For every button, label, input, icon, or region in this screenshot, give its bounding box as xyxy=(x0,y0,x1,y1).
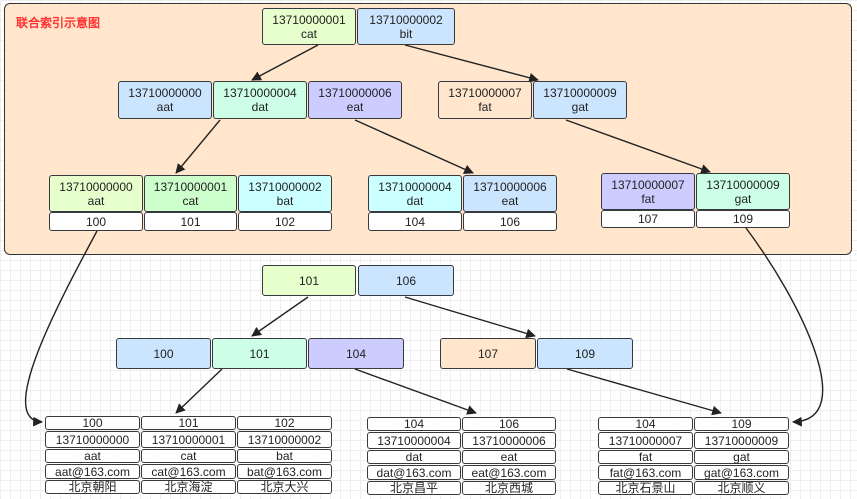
edge xyxy=(175,368,223,414)
edge xyxy=(354,119,474,174)
data-row-city: 北京昌平 xyxy=(367,481,461,495)
data-row-phone: 13710000006 xyxy=(462,432,556,449)
data-row-id: 102 xyxy=(237,416,332,430)
edge xyxy=(404,296,536,339)
data-row-phone: 13710000001 xyxy=(141,431,236,448)
edge xyxy=(745,227,824,427)
diagram-title: 联合索引示意图 xyxy=(16,16,101,30)
index-leaf-pk: 106 xyxy=(463,212,557,231)
data-row-name: eat xyxy=(462,450,556,464)
data-row-id: 100 xyxy=(45,416,140,430)
data-row-city: 北京朝阳 xyxy=(45,480,140,494)
data-row-email: aat@163.com xyxy=(45,464,140,479)
edge xyxy=(404,44,539,83)
data-row-phone: 13710000004 xyxy=(367,432,461,449)
pk-node-key: 104 xyxy=(308,338,404,369)
data-row-city: 北京顺义 xyxy=(694,481,789,495)
data-row-phone: 13710000009 xyxy=(694,432,789,449)
index-leaf-pk: 102 xyxy=(238,212,332,231)
data-row-email: fat@163.com xyxy=(598,465,693,480)
data-row-name: cat xyxy=(141,449,236,463)
data-row-city: 北京大兴 xyxy=(237,480,332,494)
index-leaf-pk: 104 xyxy=(368,212,462,231)
data-row-name: gat xyxy=(694,450,789,464)
pk-node-key: 107 xyxy=(440,338,536,369)
pk-root-key: 106 xyxy=(358,265,454,296)
data-row-id: 104 xyxy=(598,417,693,431)
data-row-email: gat@163.com xyxy=(694,465,789,480)
pk-node-key: 101 xyxy=(212,338,307,369)
data-row-email: bat@163.com xyxy=(237,464,332,479)
edge xyxy=(251,44,319,81)
data-row-city: 北京石景山 xyxy=(598,481,693,495)
data-row-email: cat@163.com xyxy=(141,464,236,479)
index-leaf-pk: 101 xyxy=(144,212,237,231)
index-leaf-pk: 100 xyxy=(49,212,143,231)
pk-node-key: 100 xyxy=(116,338,211,369)
edge xyxy=(24,230,98,427)
edge xyxy=(251,296,309,337)
data-row-phone: 13710000000 xyxy=(45,431,140,448)
data-row-id: 106 xyxy=(462,417,556,431)
data-row-phone: 13710000002 xyxy=(237,431,332,448)
index-leaf-pk: 109 xyxy=(696,210,790,228)
data-row-name: dat xyxy=(367,450,461,464)
data-row-name: fat xyxy=(598,450,693,464)
data-row-email: dat@163.com xyxy=(367,465,461,480)
index-leaf-pk: 107 xyxy=(601,210,695,228)
data-row-city: 北京西城 xyxy=(462,481,556,495)
edge xyxy=(175,119,221,174)
edge xyxy=(566,368,722,416)
data-row-id: 104 xyxy=(367,417,461,431)
data-row-name: aat xyxy=(45,449,140,463)
data-row-email: eat@163.com xyxy=(462,465,556,480)
pk-node-key: 109 xyxy=(537,338,633,369)
edge xyxy=(565,119,711,174)
edge xyxy=(354,368,477,415)
data-row-phone: 13710000007 xyxy=(598,432,693,449)
data-row-id: 109 xyxy=(694,417,789,431)
pk-root-key: 101 xyxy=(262,265,356,296)
data-row-city: 北京海淀 xyxy=(141,480,236,494)
data-row-id: 101 xyxy=(141,416,236,430)
data-row-name: bat xyxy=(237,449,332,463)
